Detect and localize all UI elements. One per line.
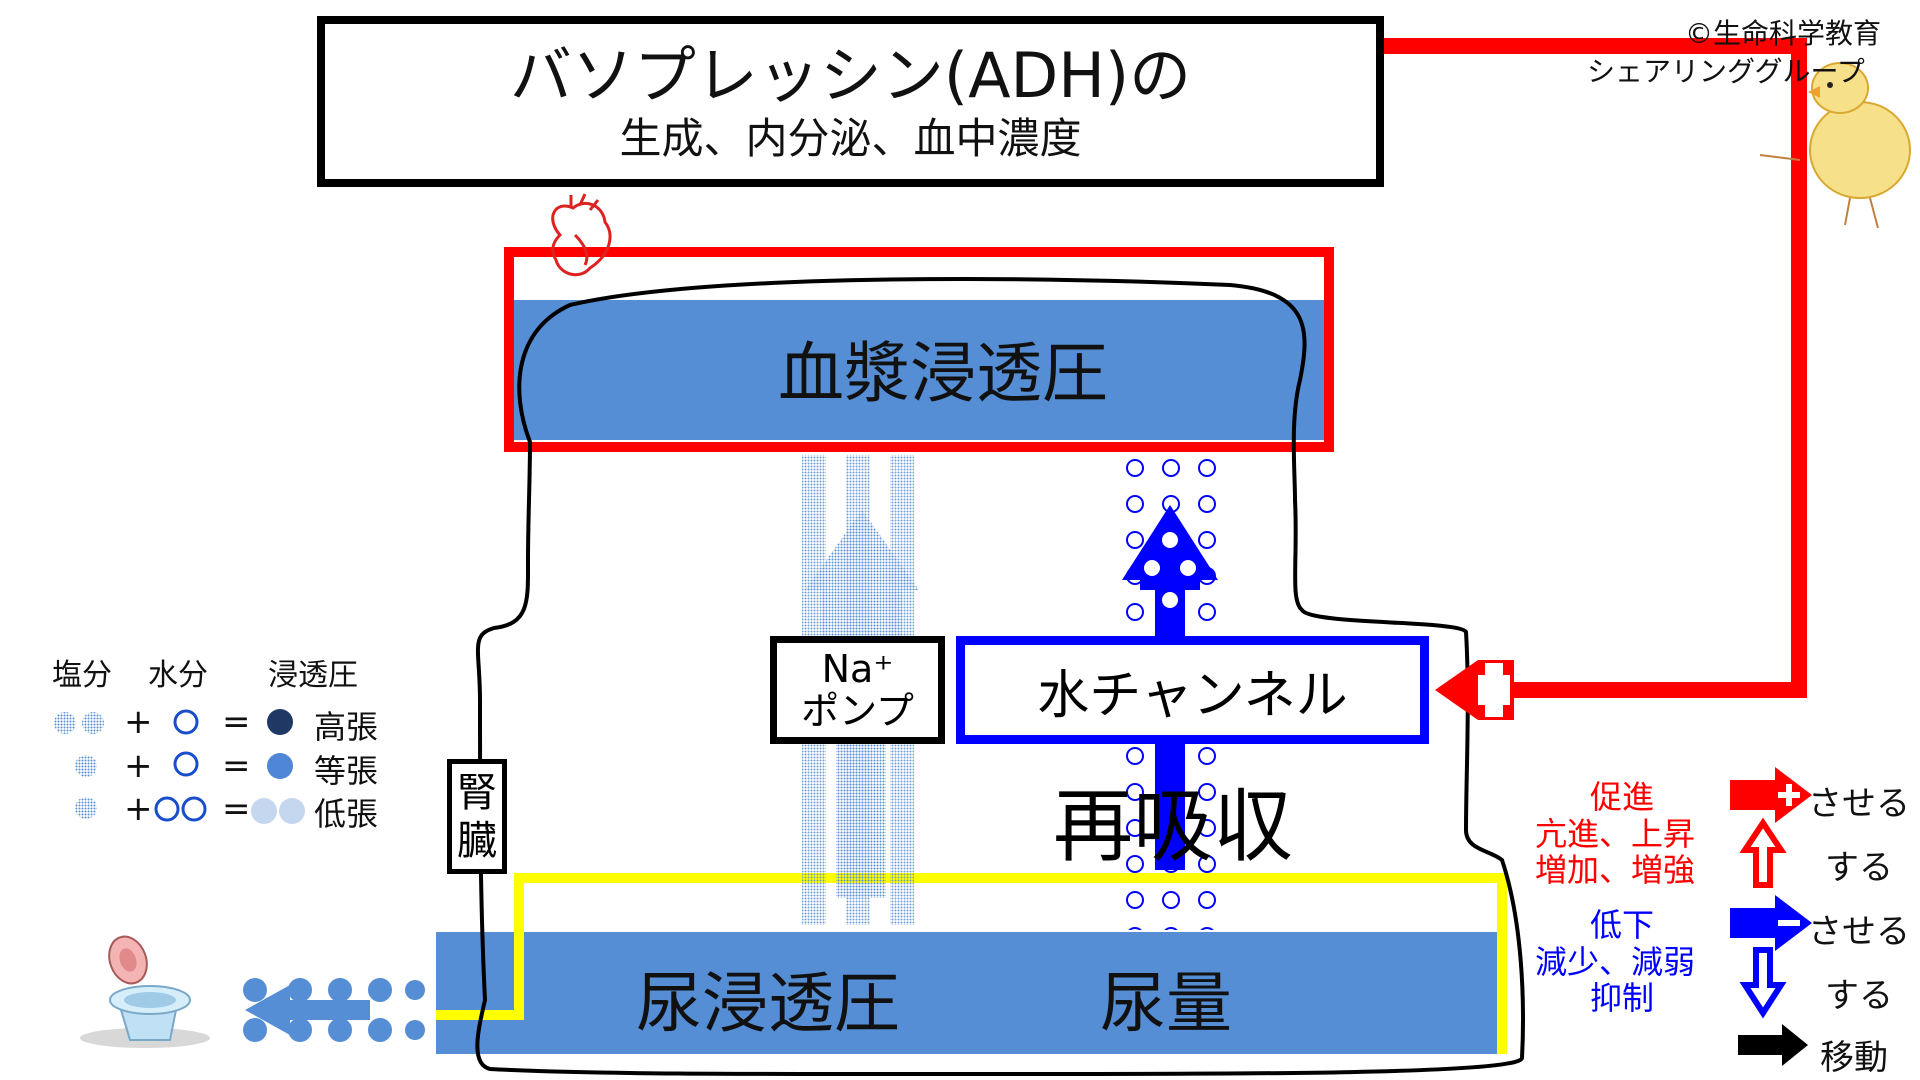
legend-do-increase: する	[1825, 848, 1893, 888]
legend-make-decrease: させる	[1808, 912, 1910, 952]
legend-move-icon	[1738, 1024, 1808, 1066]
heart-icon	[551, 193, 612, 277]
legend-equals-2: =	[222, 746, 251, 786]
reabsorption-label: 再吸収	[1053, 780, 1293, 873]
toilet-icon	[80, 935, 210, 1048]
legend-header-osmotic: 浸透圧	[268, 658, 358, 693]
osmotic-dots	[251, 709, 305, 824]
legend-result-hypotonic: 低張	[314, 795, 379, 833]
kidney-label-box: 腎 臓	[447, 759, 507, 874]
na-pump-box: Na⁺ ポンプ	[770, 636, 945, 744]
na-pump-line1: Na⁺	[821, 647, 894, 691]
legend-increase-label-2: 増加、増強	[1535, 851, 1696, 889]
legend-result-hypertonic: 高張	[314, 708, 379, 746]
na-pump-line2: ポンプ	[801, 689, 914, 733]
kidney-label-line1: 腎	[457, 769, 497, 816]
title-sub: 生成、内分泌、血中濃度	[619, 113, 1082, 163]
chick-icon	[1759, 62, 1911, 229]
legend-plus-1: +	[124, 702, 153, 742]
urine-osmotic-label: 尿浸透圧	[636, 965, 900, 1042]
legend-equals-3: =	[222, 789, 251, 829]
legend-do-decrease: する	[1825, 976, 1893, 1016]
legend-header-water: 水分	[148, 658, 208, 693]
legend-promote-icon	[1730, 767, 1812, 823]
legend-reduce-icon	[1739, 947, 1787, 1019]
legend-increase-icon	[1739, 817, 1787, 888]
legend-header-salt: 塩分	[52, 658, 112, 693]
legend-equals-1: =	[222, 702, 251, 742]
legend-reduce-label-1: 減少、減弱	[1535, 943, 1696, 981]
legend-decrease-icon	[1730, 895, 1812, 951]
kidney-label-line2: 臓	[457, 817, 497, 864]
feedback-line	[1383, 38, 1807, 698]
promote-arrow	[1435, 660, 1514, 720]
salt-dots	[54, 712, 104, 819]
copyright-line1: ©生命科学教育	[1685, 17, 1882, 50]
water-channel-label: 水チャンネル	[1037, 665, 1348, 726]
legend-move: 移動	[1820, 1038, 1888, 1078]
legend-result-isotonic: 等張	[314, 752, 379, 790]
urine-box	[436, 873, 1507, 1054]
legend-decrease-label: 低下	[1590, 906, 1655, 944]
urine-volume-label: 尿量	[1100, 965, 1232, 1042]
legend-plus-3: +	[124, 789, 153, 829]
legend-plus-2: +	[124, 746, 153, 786]
water-channel-box: 水チャンネル	[956, 636, 1429, 744]
title-box: バソプレッシン(ADH)の 生成、内分泌、血中濃度	[317, 16, 1384, 187]
water-circles	[154, 709, 207, 822]
plasma-box	[504, 247, 1334, 452]
copyright-line2: シェアリンググループ	[1587, 55, 1865, 88]
legend-promote-label: 促進	[1590, 778, 1655, 816]
title-main: バソプレッシン(ADH)の	[509, 38, 1192, 112]
plasma-osmotic-label: 血漿浸透圧	[778, 335, 1108, 412]
legend-reduce-label-2: 抑制	[1590, 979, 1655, 1017]
legend-make-promote: させる	[1808, 784, 1910, 824]
legend-increase-label-1: 亢進、上昇	[1535, 815, 1696, 853]
urine-outflow-arrow	[243, 978, 425, 1042]
